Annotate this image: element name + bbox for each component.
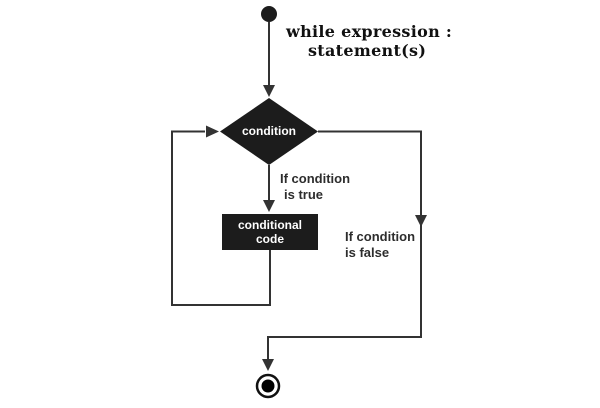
false-branch-label-line-2: is false <box>345 245 390 260</box>
arrowhead-into-condition <box>263 85 275 97</box>
condition-node-label: condition <box>242 124 296 138</box>
false-branch-label-line-1: If condition <box>345 229 416 244</box>
true-branch-label-line-1: If condition <box>280 171 351 186</box>
true-branch-label: If condition is true <box>280 171 350 203</box>
conditional-code-label-line-1: conditional <box>238 218 302 232</box>
arrowhead-false-branch-mid <box>415 215 427 227</box>
code-snippet-line-2: statement(s) <box>308 41 427 60</box>
conditional-code-box <box>222 214 318 250</box>
code-snippet-line-1: while expression : <box>286 22 453 41</box>
start-node <box>261 6 277 22</box>
code-snippet: while expression : statement(s) <box>286 22 452 60</box>
false-branch-path <box>267 130 422 359</box>
loop-back-path <box>171 130 271 306</box>
conditional-code-node-label: conditional code <box>222 218 318 246</box>
false-branch-label: If condition is false <box>345 229 415 261</box>
arrowhead-into-end-node <box>262 359 274 371</box>
arrowhead-into-code-box <box>263 200 275 212</box>
arrowhead-loop-into-condition <box>206 125 219 138</box>
true-branch-label-line-2: is true <box>284 187 324 202</box>
conditional-code-label-line-2: code <box>255 232 284 246</box>
condition-diamond <box>220 98 318 165</box>
end-node-dot <box>261 379 275 393</box>
